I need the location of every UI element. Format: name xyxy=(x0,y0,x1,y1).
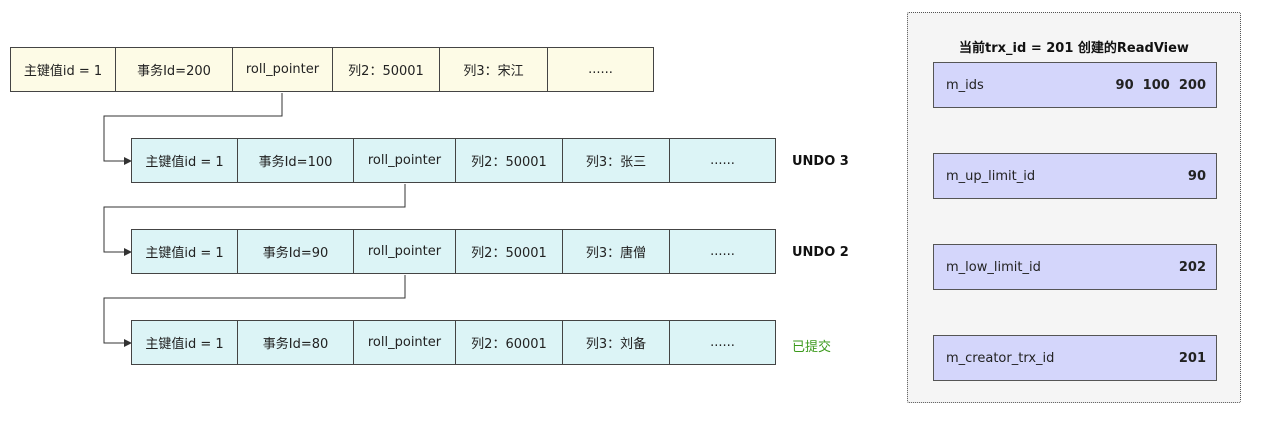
field-value: 202 xyxy=(1178,259,1206,275)
cell-roll-pointer: roll_pointer xyxy=(353,138,456,183)
cell-col2: 列2：50001 xyxy=(455,229,563,274)
cell-col3: 列3：宋江 xyxy=(439,47,548,92)
field-value: 201 xyxy=(1178,350,1206,366)
cell-primary-key: 主键值id = 1 xyxy=(131,320,238,365)
readview-field-m-creator-trx-id: m_creator_trx_id 201 xyxy=(933,335,1217,381)
readview-title: 当前trx_id = 201 创建的ReadView xyxy=(959,41,1189,56)
connector-v0-to-v1 xyxy=(103,93,283,165)
cell-primary-key: 主键值id = 1 xyxy=(131,229,238,274)
committed-row-version: 主键值id = 1 事务Id=80 roll_pointer 列2：60001 … xyxy=(131,320,776,365)
cell-roll-pointer: roll_pointer xyxy=(353,320,456,365)
field-value: 90 100 200 xyxy=(1115,77,1206,93)
cell-col3: 列3：唐僧 xyxy=(562,229,670,274)
field-name: m_ids xyxy=(946,77,984,93)
connector-v2-to-v3 xyxy=(103,275,406,347)
field-name: m_creator_trx_id xyxy=(946,350,1055,366)
cell-ellipsis: ...... xyxy=(669,320,776,365)
committed-label: 已提交 xyxy=(792,340,832,355)
field-name: m_up_limit_id xyxy=(946,168,1036,184)
undo-label: UNDO 2 xyxy=(792,245,849,260)
cell-primary-key: 主键值id = 1 xyxy=(10,47,116,92)
cell-col2: 列2：50001 xyxy=(332,47,440,92)
cell-trx-id: 事务Id=100 xyxy=(237,138,354,183)
readview-field-m-low-limit-id: m_low_limit_id 202 xyxy=(933,244,1217,290)
field-name: m_low_limit_id xyxy=(946,259,1041,275)
cell-col3: 列3：张三 xyxy=(562,138,670,183)
readview-field-m-up-limit-id: m_up_limit_id 90 xyxy=(933,153,1217,199)
cell-roll-pointer: roll_pointer xyxy=(232,47,333,92)
cell-primary-key: 主键值id = 1 xyxy=(131,138,238,183)
current-row-version: 主键值id = 1 事务Id=200 roll_pointer 列2：50001… xyxy=(10,47,654,92)
cell-ellipsis: ...... xyxy=(669,229,776,274)
cell-trx-id: 事务Id=200 xyxy=(115,47,233,92)
undo-row-version: 主键值id = 1 事务Id=90 roll_pointer 列2：50001 … xyxy=(131,229,776,274)
undo-label: UNDO 3 xyxy=(792,154,849,169)
cell-col2: 列2：60001 xyxy=(455,320,563,365)
cell-ellipsis: ...... xyxy=(547,47,654,92)
undo-row-version: 主键值id = 1 事务Id=100 roll_pointer 列2：50001… xyxy=(131,138,776,183)
cell-trx-id: 事务Id=90 xyxy=(237,229,354,274)
cell-ellipsis: ...... xyxy=(669,138,776,183)
connector-v1-to-v2 xyxy=(103,184,406,256)
readview-field-m-ids: m_ids 90 100 200 xyxy=(933,62,1217,108)
cell-col2: 列2：50001 xyxy=(455,138,563,183)
cell-roll-pointer: roll_pointer xyxy=(353,229,456,274)
field-value: 90 xyxy=(1187,168,1206,184)
version-chain-connectors xyxy=(103,93,406,347)
cell-col3: 列3：刘备 xyxy=(562,320,670,365)
cell-trx-id: 事务Id=80 xyxy=(237,320,354,365)
readview-panel: 当前trx_id = 201 创建的ReadView m_ids 90 100 … xyxy=(907,12,1241,403)
